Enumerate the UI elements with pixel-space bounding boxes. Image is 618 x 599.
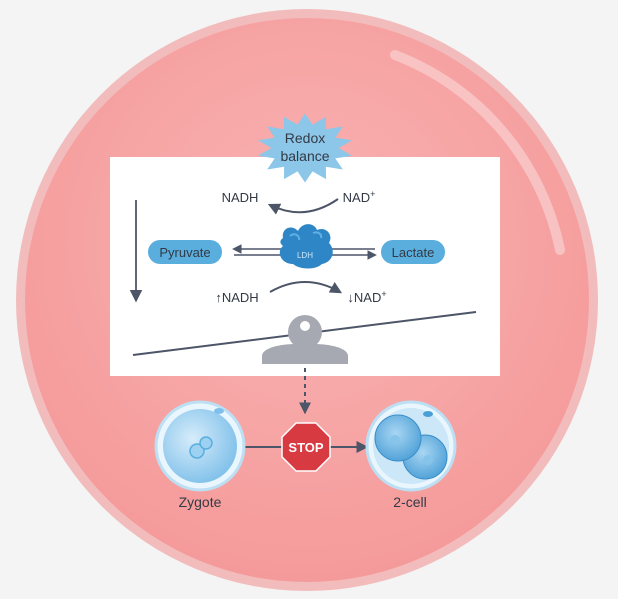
cell-highlight bbox=[390, 50, 565, 255]
lactate-label: Lactate bbox=[392, 245, 435, 260]
pyruvate-label: Pyruvate bbox=[159, 245, 210, 260]
ldh-label: LDH bbox=[297, 251, 313, 260]
stop-sign: STOP bbox=[281, 422, 331, 472]
zygote-label: Zygote bbox=[179, 494, 222, 510]
pyruvate-pill: Pyruvate bbox=[148, 240, 222, 264]
redox-label-line1: Redox bbox=[285, 130, 325, 146]
two-cell-label: 2-cell bbox=[393, 494, 426, 510]
lactate-pill: Lactate bbox=[381, 240, 445, 264]
zygote-cell bbox=[154, 400, 246, 492]
top-curved-arrow bbox=[267, 198, 339, 215]
seesaw-fulcrum bbox=[262, 315, 348, 364]
redox-label-line2: balance bbox=[280, 148, 329, 164]
ldh-enzyme: LDH bbox=[279, 224, 333, 269]
bottom-nadh-label: ↑NADH bbox=[215, 290, 258, 305]
bottom-curved-arrow bbox=[269, 281, 343, 294]
stop-label: STOP bbox=[288, 440, 323, 455]
top-nad-label: NAD+ bbox=[343, 189, 376, 205]
top-nadh-label: NADH bbox=[222, 190, 259, 205]
redox-starburst: Redox balance bbox=[257, 113, 353, 183]
bottom-nad-label: ↓NAD+ bbox=[347, 289, 386, 305]
two-cell-embryo bbox=[365, 400, 457, 492]
